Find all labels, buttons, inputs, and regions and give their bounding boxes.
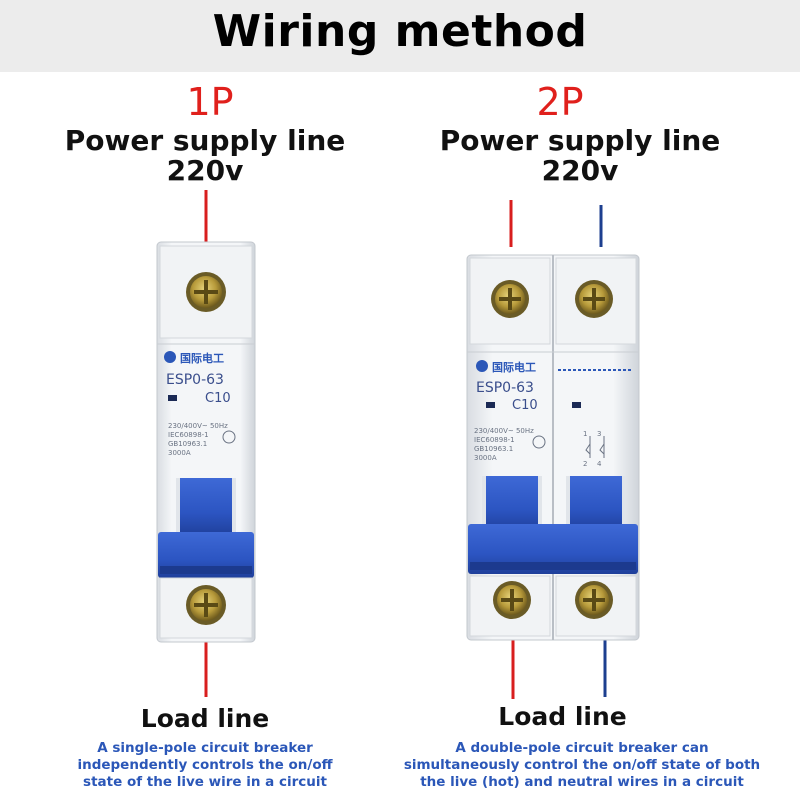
breaker-1p-model: ESP0-63: [166, 372, 224, 388]
header-banner: [0, 0, 800, 72]
breaker-2p: 国际电工 ESP0-63 C10 230/400V~ 50Hz IEC60898…: [466, 254, 640, 641]
left-description-line-3: state of the live wire in a circuit: [83, 774, 327, 790]
page-title: Wiring method: [212, 6, 588, 57]
left-description: A single-pole circuit breaker independen…: [40, 740, 370, 791]
breaker-2p-toggle-bar: [468, 524, 638, 574]
breaker-1p-spec-2: GB10963.1: [168, 440, 207, 448]
right-description-line-1: A double-pole circuit breaker can: [455, 740, 709, 756]
terminal-mark-3: 3: [597, 430, 601, 438]
pole-label-1p: 1P: [186, 80, 234, 124]
terminal-mark-1: 1: [583, 430, 587, 438]
breaker-1p-spec-1: IEC60898-1: [168, 431, 209, 439]
breaker-2p-spec-0: 230/400V~ 50Hz: [474, 427, 534, 435]
breaker-1p: 国际电工 ESP0-63 C10 230/400V~ 50Hz IEC60898…: [156, 241, 256, 643]
breaker-1p-rating: C10: [205, 391, 231, 406]
breaker-1p-brand: 国际电工: [180, 351, 224, 365]
breaker-2p-toggle-left: [486, 476, 538, 532]
terminal-diagram: [585, 436, 605, 458]
pole-label-2p: 2P: [536, 80, 584, 124]
breaker-2p-model: ESP0-63: [476, 380, 534, 396]
breaker-2p-toggle-right: [570, 476, 622, 532]
left-description-line-2: independently controls the on/off: [77, 757, 333, 773]
terminal-mark-4: 4: [597, 460, 602, 468]
right-load-line-label: Load line: [498, 702, 627, 731]
right-description: A double-pole circuit breaker can simult…: [372, 740, 792, 791]
breaker-1p-spec-0: 230/400V~ 50Hz: [168, 422, 228, 430]
breaker-1p-spec-3: 3000A: [168, 449, 191, 457]
right-description-line-2: simultaneously control the on/off state …: [403, 757, 761, 773]
breaker-2p-rating: C10: [512, 398, 538, 413]
right-description-line-3: the live (hot) and neutral wires in a ci…: [420, 774, 744, 790]
left-description-line-1: A single-pole circuit breaker: [97, 740, 313, 756]
terminal-mark-2: 2: [583, 460, 587, 468]
right-power-supply-title: Power supply line: [439, 124, 721, 157]
breaker-2p-spec-3: 3000A: [474, 454, 497, 462]
breaker-2p-spec-1: IEC60898-1: [474, 436, 515, 444]
breaker-1p-toggle: [180, 478, 232, 536]
left-voltage: 220v: [166, 154, 244, 187]
breaker-2p-brand: 国际电工: [492, 360, 536, 374]
left-power-supply-title: Power supply line: [64, 124, 346, 157]
breaker-2p-spec-2: GB10963.1: [474, 445, 513, 453]
left-load-line-label: Load line: [140, 704, 270, 733]
right-voltage: 220v: [541, 154, 619, 187]
